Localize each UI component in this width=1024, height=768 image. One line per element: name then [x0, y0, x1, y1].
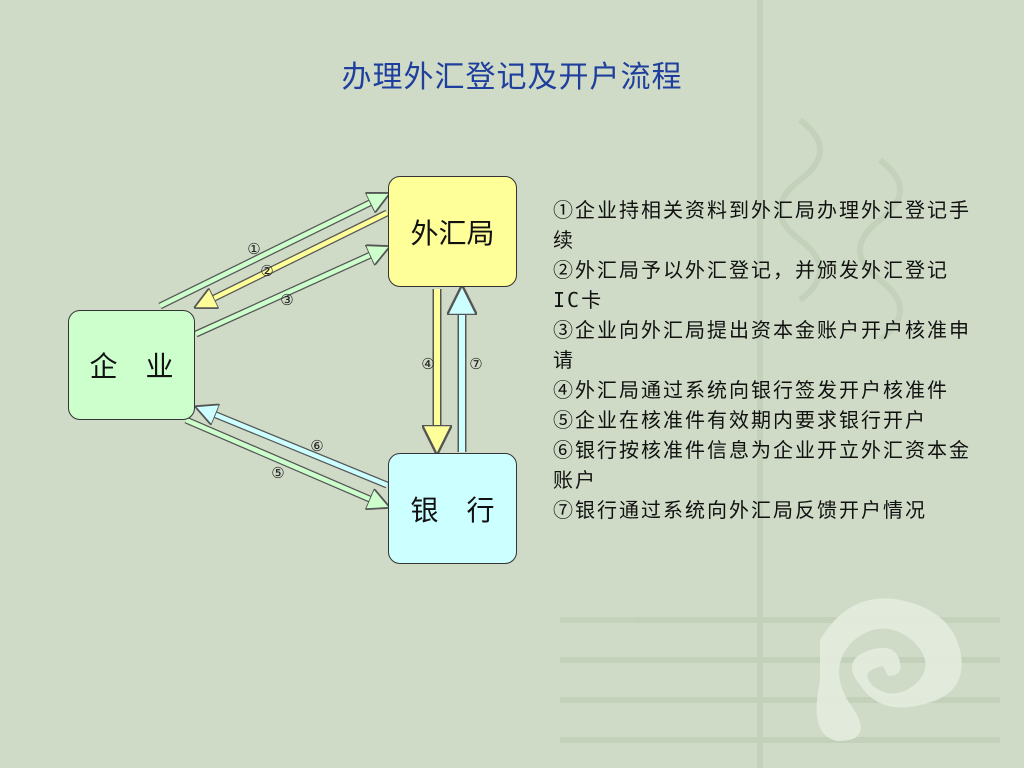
- node-forex-bureau-label: 外汇局: [410, 216, 495, 250]
- arrow-6-label: ⑥: [310, 437, 324, 455]
- node-company: 企 业: [68, 310, 195, 420]
- arrow-1: [158, 191, 386, 310]
- arrow-5-label: ⑤: [271, 464, 285, 482]
- step-item: ⑥银行按核准件信息为企业开立外汇资本金账户: [553, 438, 971, 492]
- node-company-label: 企 业: [89, 350, 174, 383]
- node-bank-label: 银 行: [410, 493, 495, 527]
- step-item: ④外汇局通过系统向银行签发开户核准件: [553, 378, 949, 402]
- arrow-5: [184, 416, 386, 506]
- arrow-4-label: ④: [421, 355, 435, 373]
- step-item: ⑤企业在核准件有效期内要求银行开户: [553, 408, 927, 432]
- step-item: ③企业向外汇局提出资本金账户开户核准申请: [553, 318, 971, 372]
- step-item: ①企业持相关资料到外汇局办理外汇登记手续: [553, 198, 971, 252]
- arrow-7-label: ⑦: [469, 355, 483, 373]
- arrow-2: [198, 209, 389, 310]
- arrow-2-label: ②: [260, 262, 274, 280]
- arrow-3-label: ③: [280, 291, 294, 309]
- steps-list: ①企业持相关资料到外汇局办理外汇登记手续 ②外汇局予以外汇登记，并颁发外汇登记I…: [553, 195, 973, 525]
- step-item: ②外汇局予以外汇登记，并颁发外汇登记IC卡: [553, 258, 949, 312]
- node-bank: 银 行: [388, 453, 517, 564]
- page-title: 办理外汇登记及开户流程: [341, 60, 683, 95]
- arrow-6: [199, 408, 389, 489]
- node-forex-bureau: 外汇局: [388, 176, 517, 287]
- arrow-3: [194, 248, 386, 338]
- step-item: ⑦银行通过系统向外汇局反馈开户情况: [553, 498, 927, 522]
- arrow-1-label: ①: [247, 240, 261, 258]
